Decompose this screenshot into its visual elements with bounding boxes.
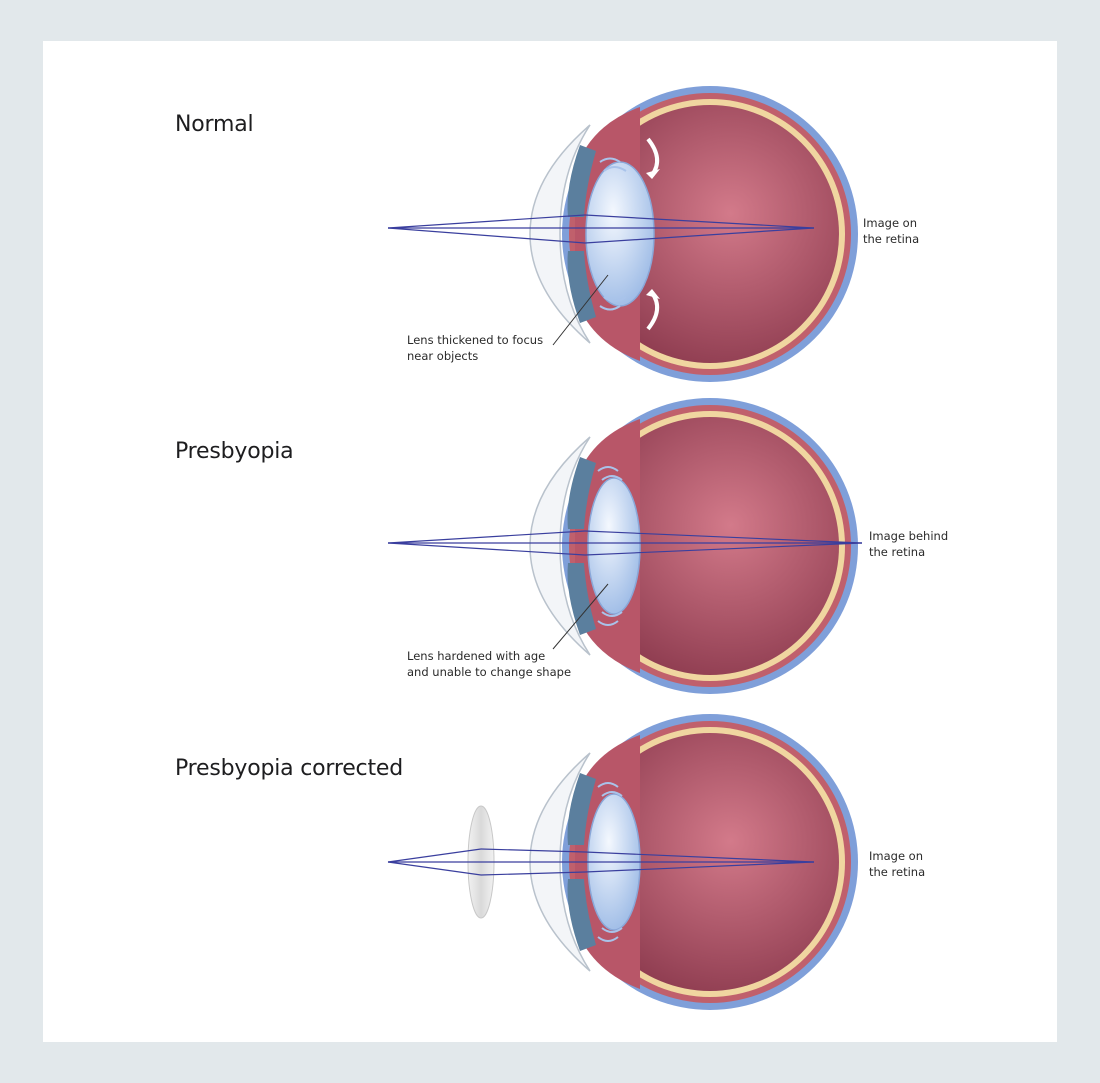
callout-presbyopia: Lens hardened with age and unable to cha…: [407, 648, 571, 680]
image-label-normal: Image on the retina: [863, 215, 919, 247]
lens: [586, 162, 654, 306]
eye-diagram-presbyopia-corrected: [0, 695, 1100, 1025]
callout-normal: Lens thickened to focus near objects: [407, 332, 543, 364]
image-label-presbyopia: Image behind the retina: [869, 528, 948, 560]
lens: [588, 478, 640, 614]
eye-diagram-normal: [0, 67, 1100, 397]
image-label-presbyopia-corrected: Image on the retina: [869, 848, 925, 880]
